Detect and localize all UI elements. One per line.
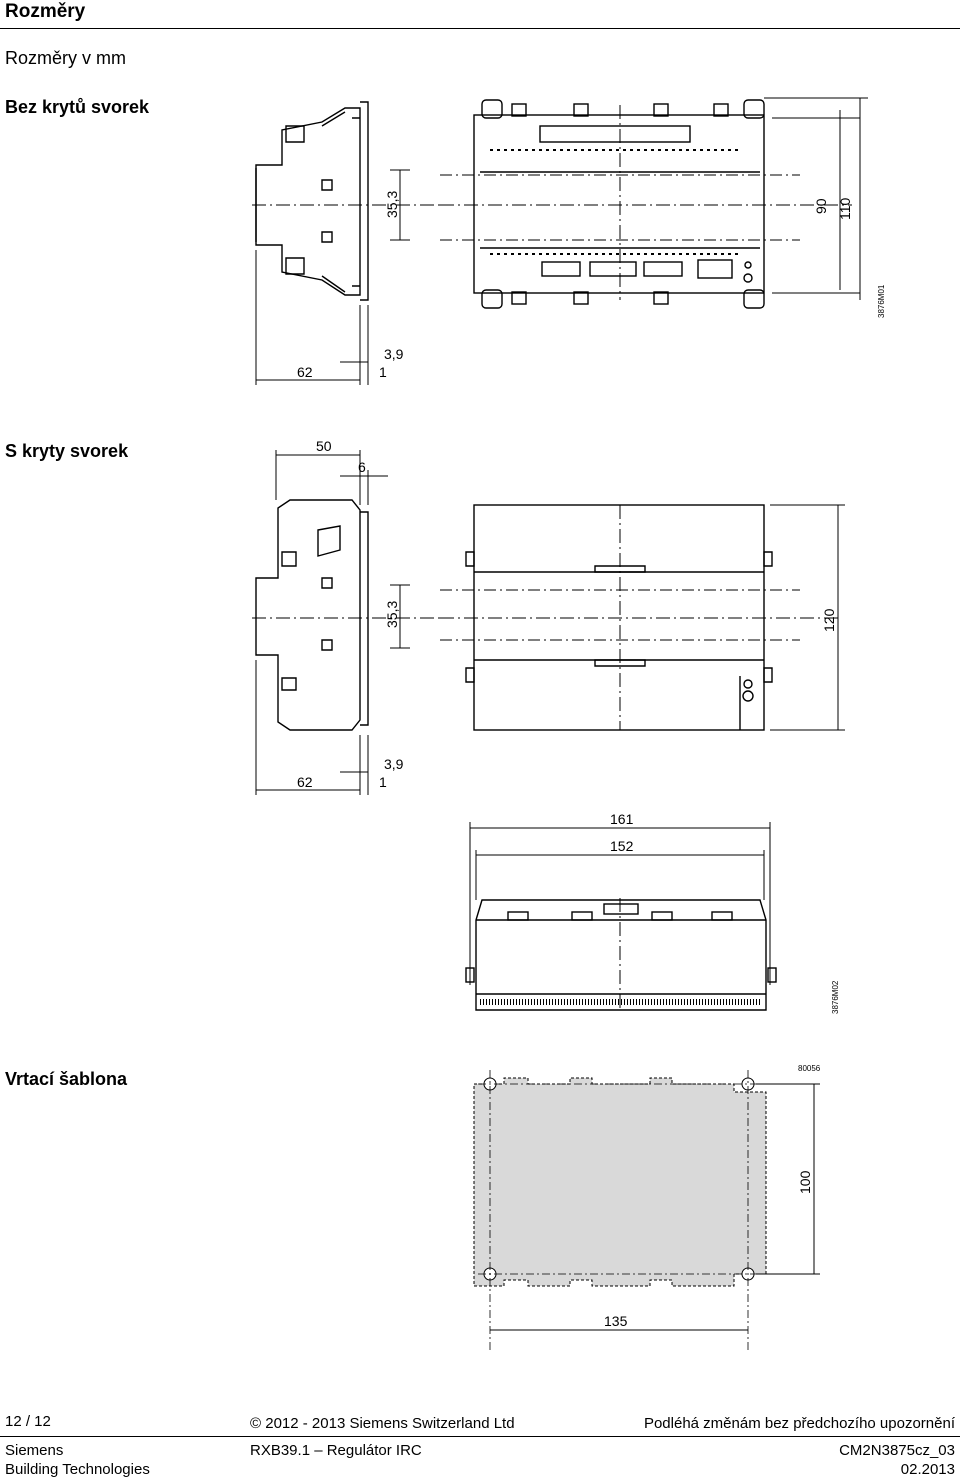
dim-100: 100 bbox=[797, 1170, 813, 1194]
dim-62-a: 62 bbox=[297, 364, 313, 380]
document-id: CM2N3875cz_03 bbox=[839, 1442, 955, 1459]
drawing-code-2: 3876M02 bbox=[831, 980, 840, 1014]
copyright-icon: © bbox=[250, 1415, 262, 1432]
dim-110: 110 bbox=[837, 197, 853, 220]
copyright-text: 2012 - 2013 Siemens Switzerland Ltd bbox=[265, 1415, 515, 1432]
dim-35-3-a: 35,3 bbox=[384, 191, 400, 218]
dim-120: 120 bbox=[821, 608, 837, 632]
drawing-code-1: 3876M01 bbox=[877, 284, 886, 318]
dim-3-9-b: 3,9 bbox=[384, 756, 404, 772]
page-title: Rozměry bbox=[5, 1, 86, 22]
dim-1-a: 1 bbox=[379, 364, 387, 380]
dim-1-b: 1 bbox=[379, 774, 387, 790]
change-notice: Podléhá změnám bez předchozího upozorněn… bbox=[643, 1415, 955, 1432]
footer-rule bbox=[0, 1436, 960, 1437]
dim-35-3-b: 35,3 bbox=[384, 601, 400, 628]
dim-3-9-a: 3,9 bbox=[384, 346, 404, 362]
header-rule bbox=[0, 28, 960, 29]
dim-6: 6 bbox=[358, 459, 366, 475]
drawing-code-3: 80056 bbox=[798, 1064, 821, 1073]
division: Building Technologies bbox=[5, 1461, 150, 1478]
section-title-drilling-template: Vrtací šablona bbox=[5, 1069, 128, 1089]
section-title-with-covers: S kryty svorek bbox=[5, 441, 129, 461]
units-note: Rozměry v mm bbox=[5, 48, 126, 68]
section-title-no-covers: Bez krytů svorek bbox=[5, 97, 150, 117]
product-name: RXB39.1 – Regulátor IRC bbox=[250, 1442, 422, 1459]
copyright: © 2012 - 2013 Siemens Switzerland Ltd bbox=[250, 1415, 515, 1432]
dim-152: 152 bbox=[610, 838, 634, 854]
dim-161: 161 bbox=[610, 811, 634, 827]
dim-135: 135 bbox=[604, 1313, 628, 1329]
page-number: 12 / 12 bbox=[5, 1413, 51, 1430]
company: Siemens bbox=[5, 1442, 64, 1459]
dim-62-b: 62 bbox=[297, 774, 313, 790]
dim-50: 50 bbox=[316, 438, 332, 454]
document-date: 02.2013 bbox=[900, 1461, 955, 1478]
dim-90: 90 bbox=[813, 198, 829, 214]
